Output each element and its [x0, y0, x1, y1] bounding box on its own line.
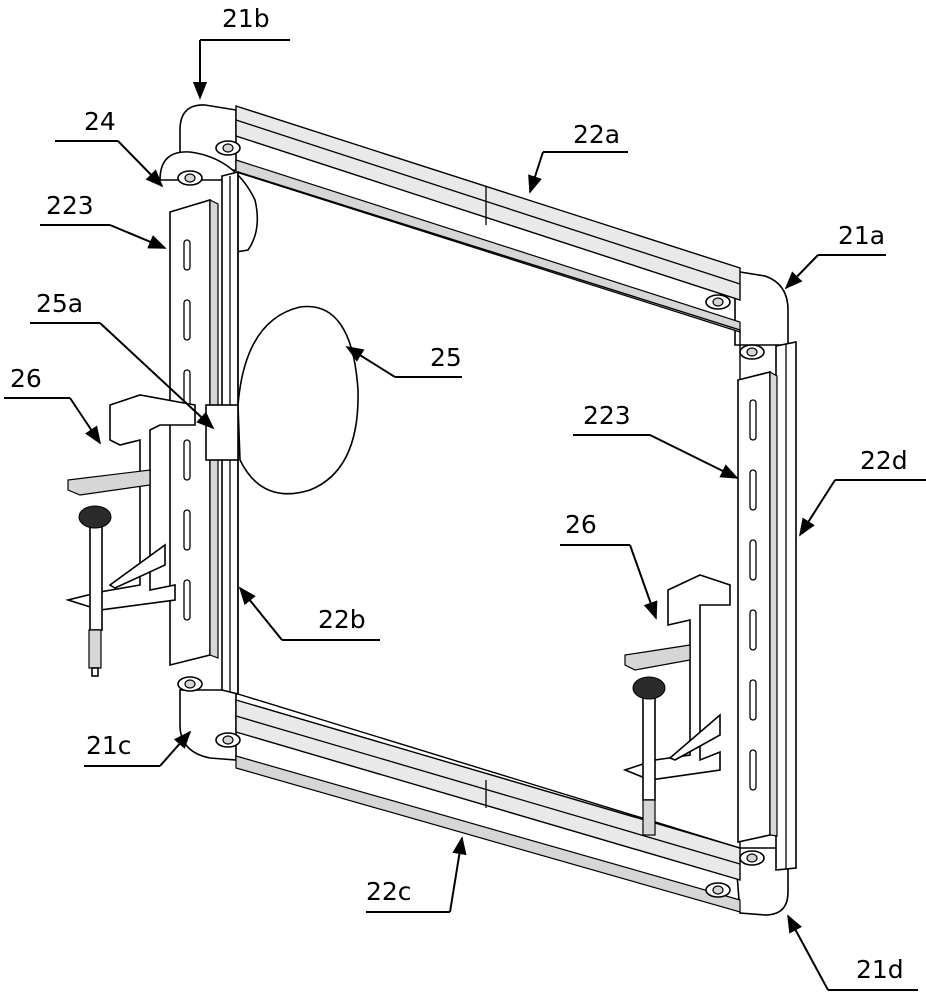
corner-plate-21c [179, 689, 237, 761]
leader-lines [4, 39, 926, 991]
right-clamp-26 [622, 574, 731, 836]
label-22b: 22b [318, 605, 366, 634]
label-24: 24 [84, 107, 116, 136]
label-22c: 22c [366, 877, 412, 906]
transparent-panel [237, 171, 741, 849]
reference-labels: 21b 22a 24 223 21a 25a 25 26 223 22d 26 … [10, 4, 908, 984]
label-21a: 21a [838, 221, 885, 250]
corner-plate-21a [734, 271, 789, 346]
label-22d: 22d [860, 446, 908, 475]
label-21d: 21d [856, 955, 904, 984]
label-25: 25 [430, 343, 462, 372]
label-22a: 22a [573, 120, 620, 149]
wing-nuts [177, 140, 765, 898]
circular-opening-25 [237, 305, 359, 495]
label-25a: 25a [36, 289, 83, 318]
top-rail-22a [235, 105, 741, 301]
label-26-right: 26 [565, 510, 597, 539]
frame-assembly [65, 104, 797, 916]
label-223-left: 223 [46, 191, 94, 220]
label-26-left: 26 [10, 364, 42, 393]
label-21b: 21b [222, 4, 270, 33]
label-223-right: 223 [583, 401, 631, 430]
cover-tab-25a [205, 404, 239, 461]
label-21c: 21c [86, 731, 132, 760]
right-bracket-slots [749, 399, 757, 791]
right-slotted-bracket [737, 370, 771, 843]
left-clamp-26 [65, 394, 196, 677]
